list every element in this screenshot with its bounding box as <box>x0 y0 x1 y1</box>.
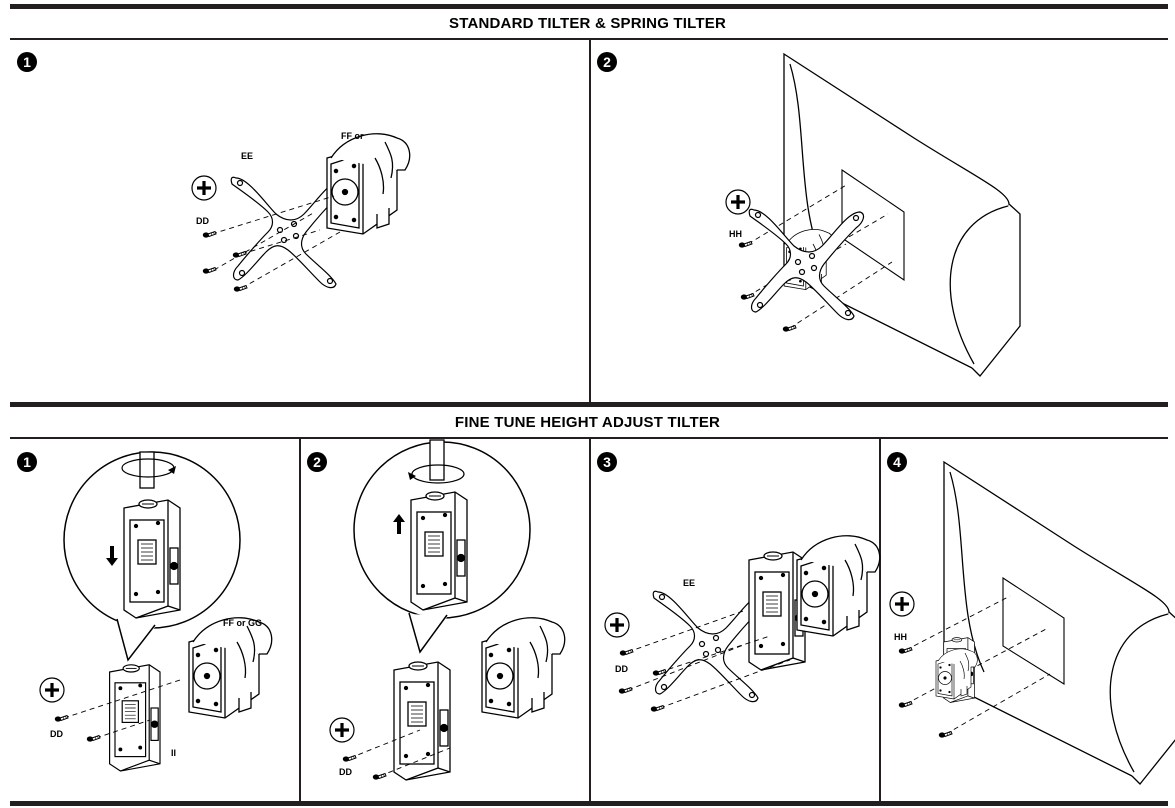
bottom-step1-illustration <box>39 451 273 772</box>
section-title-fine-tune: FINE TUNE HEIGHT ADJUST TILTER <box>454 414 721 431</box>
step-marker-top-1: 1 <box>17 52 37 72</box>
divider-bottom-2 <box>589 439 591 801</box>
part-label-dd-b1: DD <box>50 729 63 739</box>
top-subrule <box>10 38 1168 40</box>
divider-top <box>589 40 591 402</box>
part-label-ee-b3: EE <box>683 578 696 588</box>
part-label-dd-top: DD <box>196 216 209 226</box>
part-label-ff-top: FF or <box>341 131 364 141</box>
part-label-dd-b3: DD <box>615 664 628 674</box>
divider-bottom-3 <box>879 439 881 801</box>
part-label-hh-top: HH <box>729 229 742 239</box>
part-label-ffgg-b1: FF or GG <box>223 618 262 628</box>
step-marker-bottom-2: 2 <box>307 452 327 472</box>
step-marker-bottom-1: 1 <box>17 452 37 472</box>
bottom-rule <box>10 801 1168 806</box>
part-label-ee-top: EE <box>241 151 254 161</box>
top-step2-illustration <box>725 53 1021 377</box>
section-title-standard: STANDARD TILTER & SPRING TILTER <box>448 15 727 32</box>
middle-subrule <box>10 437 1168 439</box>
top-rule <box>10 4 1168 9</box>
top-step1-illustration <box>191 133 411 293</box>
step-marker-bottom-3: 3 <box>597 452 617 472</box>
part-label-dd-b2: DD <box>339 767 352 777</box>
step-marker-bottom-4: 4 <box>887 452 907 472</box>
part-label-ii-b1: II <box>171 748 177 758</box>
bottom-step3-illustration <box>604 535 881 713</box>
part-label-hh-b4: HH <box>894 632 907 642</box>
middle-rule <box>10 402 1168 407</box>
bottom-step2-illustration <box>329 439 566 781</box>
divider-bottom-1 <box>299 439 301 801</box>
bottom-step4-illustration <box>889 461 1175 785</box>
step-marker-top-2: 2 <box>597 52 617 72</box>
